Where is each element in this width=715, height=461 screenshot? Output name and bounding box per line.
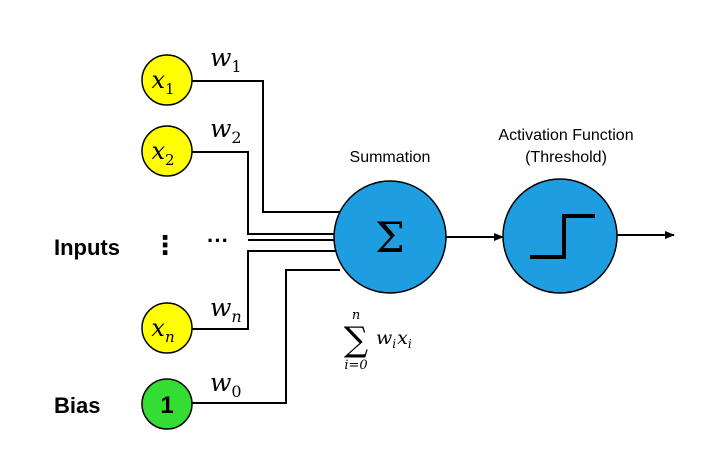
activation-label-line1: Activation Function [498,127,633,144]
connection-xn [192,250,336,330]
input-label-x1: x1 [151,66,174,98]
input-circle-x1 [141,54,193,106]
formula-upper-limit: n [352,308,360,323]
input-label-x2: x2 [151,137,174,169]
bias-label: Bias [54,393,100,418]
bias-value: 1 [160,392,173,419]
bias-circle [141,378,193,430]
formula-lower-limit: i=0 [344,358,367,373]
summation-node: Σ [333,180,447,294]
summation-circle [333,180,447,294]
formula-term: wixi [376,327,412,351]
inputs-label: Inputs [54,235,120,260]
input-circle-x2 [141,125,193,177]
weight-w1: w1 [210,43,242,76]
connection-lines [192,80,675,404]
bias-node: 1 [141,378,193,430]
weight-wn: wn [210,293,242,326]
summation-label: Summation [350,149,431,166]
summation-formula: n ∑ i=0 wixi [344,308,412,373]
input-node-xn: xn [141,302,193,354]
activation-label-line2: (Threshold) [525,149,607,166]
step-function-icon [530,214,595,259]
activation-circle [502,178,618,294]
input-node-x2: x2 [141,125,193,177]
weight-w0: w0 [210,368,242,401]
horizontal-ellipsis: ··· [207,228,229,253]
input-label-xn: xn [151,314,174,346]
activation-node [502,178,618,294]
connection-bias [192,269,340,404]
weight-w2: w2 [210,114,242,147]
formula-sigma: ∑ [344,320,368,360]
connection-x2 [192,151,336,235]
connection-x1 [192,80,340,213]
vertical-ellipsis: ⋮ [152,230,178,260]
input-node-x1: x1 [141,54,193,106]
sigma-symbol: Σ [375,213,405,262]
input-circle-xn [141,302,193,354]
